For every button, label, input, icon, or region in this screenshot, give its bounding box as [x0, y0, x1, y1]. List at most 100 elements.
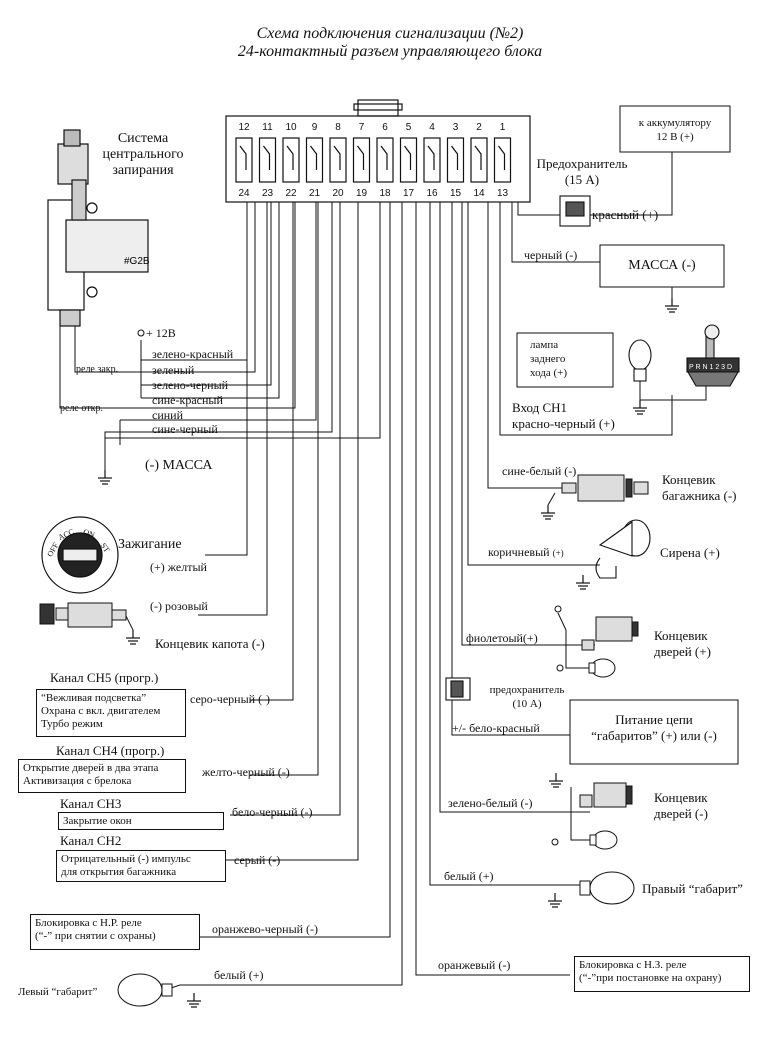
- ch2-wire-label: серый (-): [234, 853, 281, 867]
- ground-label: (-) МАССА: [145, 458, 213, 473]
- door-plus-lamp-icon: [588, 658, 616, 678]
- pin-number-top: 1: [499, 122, 506, 133]
- siren-icon: [595, 519, 651, 579]
- relay-close-label: реле закр.: [76, 364, 119, 375]
- connector-pin-slot: [305, 137, 324, 183]
- nz-block-box: Блокировка с Н.З. реле(“-”при постановке…: [574, 956, 750, 992]
- fuse15-label: Предохранитель(15 А): [536, 156, 628, 187]
- ch5-box: “Вежливая подсветка”Охрана с вкл. двигат…: [36, 689, 186, 737]
- fuse-15a-icon: [559, 195, 591, 227]
- connector-pin-slot: [470, 137, 488, 183]
- wire-label: зелено-красный: [152, 347, 234, 361]
- lock-actuator-drawing: [47, 129, 149, 327]
- pin-number-bottom: 16: [426, 188, 438, 199]
- fuse15-wire-label: красный (+): [592, 207, 659, 222]
- pin-number-bottom: 21: [308, 188, 321, 199]
- actuator-label: #G2B: [124, 256, 150, 267]
- door-minus-lamp-icon: [589, 830, 618, 850]
- right-lamp-label: Правый “габарит”: [642, 881, 743, 896]
- pin-number-top: 3: [452, 122, 459, 133]
- siren-label: Сирена (+): [660, 545, 720, 560]
- ch4-title: Канал СН4 (прогр.): [56, 743, 165, 758]
- reverse-lamp-icon: [628, 339, 652, 382]
- ch5-wire-label: серо-черный (-): [190, 692, 271, 706]
- hood-switch-icon: [39, 602, 134, 631]
- pin-number-top: 8: [335, 122, 341, 133]
- right-lamp-icon: [579, 871, 635, 905]
- pin-number-top: 10: [285, 122, 297, 133]
- left-lamp-wire-label: белый (+): [214, 968, 264, 982]
- pin-number-bottom: 17: [402, 188, 415, 199]
- ch3-box: Закрытие окон: [58, 812, 224, 830]
- connector-pin-slot: [282, 137, 300, 183]
- pin-number-bottom: 18: [379, 188, 391, 199]
- diagram-title: Схема подключения сигнализации (№2): [256, 25, 524, 42]
- plus12-label: + 12В: [146, 326, 176, 340]
- nr-block-box: Блокировка с Н.Р. реле(“-” при снятии с …: [30, 914, 200, 950]
- connector-pin-slot: [493, 137, 512, 183]
- relay-open-label: реле откр.: [60, 403, 103, 414]
- door-minus-wire-label: зелено-белый (-): [448, 796, 533, 810]
- ch2-title: Канал СН2: [60, 833, 122, 848]
- connector-pin-slot: [258, 137, 277, 183]
- pin-number-bottom: 15: [449, 188, 462, 199]
- connector-pin-slot: [329, 137, 347, 183]
- mass-wire-label: черный (-): [524, 248, 578, 262]
- gear-selector-icon: [686, 324, 740, 387]
- connector-pin-slot: [376, 137, 394, 183]
- ch3-wire-label: бело-черный (-): [232, 805, 313, 819]
- ch3-title: Канал СН3: [60, 796, 122, 811]
- wire-label: зелено-черный: [152, 378, 229, 392]
- left-lamp-label: Левый “габарит”: [18, 986, 98, 998]
- trunk-wire-label: сине-белый (-): [502, 464, 577, 478]
- mass-box: МАССА (-): [628, 258, 696, 273]
- nz-block-wire-label: оранжевый (-): [438, 958, 511, 972]
- connector-pin-slot: [352, 137, 371, 183]
- ignition-label: Зажигание: [118, 537, 182, 552]
- pin-number-top: 7: [358, 122, 365, 133]
- pin-number-bottom: 19: [355, 188, 368, 199]
- nr-block-wire-label: оранжево-черный (-): [212, 922, 319, 936]
- pin-number-bottom: 22: [285, 188, 297, 199]
- hood-wire-label: (-) розовый: [150, 599, 208, 613]
- hood-label: Концевик капота (-): [155, 636, 265, 651]
- connector-pin-slot: [446, 137, 465, 183]
- parking-wire-label: +/- бело-красный: [452, 721, 540, 735]
- ignition-switch-icon: [41, 516, 119, 594]
- parking-power-box: Питание цепи“габаритов” (+) или (-): [591, 712, 717, 743]
- ch4-wire-label: желто-черный (-): [202, 765, 290, 779]
- svg-text:P R N 1 2 3 D: P R N 1 2 3 D: [689, 364, 732, 371]
- pin-number-top: 12: [238, 122, 250, 133]
- diagram-subtitle: 24-контактный разъем управляющего блока: [237, 43, 543, 60]
- pin-number-top: 9: [311, 122, 318, 133]
- pin-number-top: 5: [405, 122, 412, 133]
- door-minus-switch-icon: [579, 782, 633, 808]
- ch5-title: Канал СН5 (прогр.): [50, 670, 159, 685]
- door-plus-switch-icon: [581, 616, 639, 651]
- trunk-switch-icon: [547, 474, 649, 506]
- pin-number-top: 11: [262, 122, 273, 133]
- pin-number-bottom: 13: [496, 188, 509, 199]
- wire-label: синий: [152, 408, 184, 422]
- connector-pin-slot: [399, 137, 418, 183]
- pin-number-bottom: 23: [261, 188, 274, 199]
- pin-number-bottom: 24: [238, 188, 250, 199]
- left-lamp-icon: [117, 973, 173, 1007]
- connector-pin-slot: [423, 137, 441, 183]
- connector-24pin: [225, 99, 531, 203]
- pin-number-top: 6: [382, 122, 388, 133]
- pin-number-top: 2: [476, 122, 482, 133]
- connector-pin-slot: [235, 137, 253, 183]
- pin-number-bottom: 14: [473, 188, 485, 199]
- wires: [59, 152, 707, 991]
